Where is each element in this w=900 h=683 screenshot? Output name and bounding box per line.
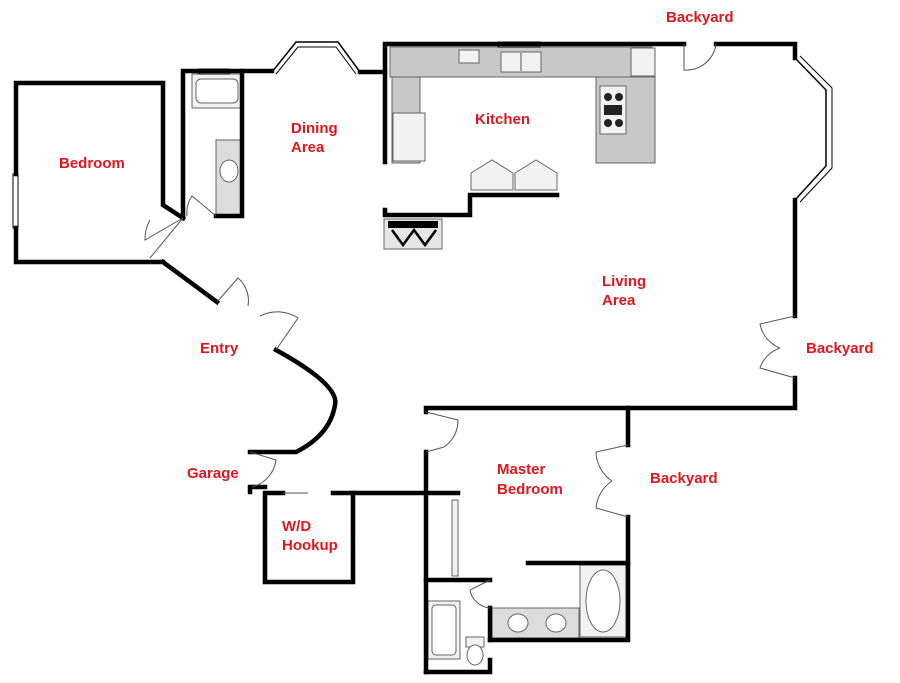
walls (13, 41, 798, 675)
label-kitchen: Kitchen (475, 111, 530, 128)
doors (144, 43, 796, 609)
bar-stool (470, 159, 514, 191)
label-living-1: Living (602, 273, 646, 290)
label-wd-1: W/D (282, 518, 311, 535)
label-backyard-top: Backyard (666, 9, 734, 26)
label-living-2: Area (602, 292, 636, 309)
refrigerator (630, 47, 656, 77)
label-backyard-right: Backyard (806, 340, 874, 357)
label-backyard-master: Backyard (650, 470, 718, 487)
room-labels: Bedroom Dining Area Kitchen Living Area … (59, 9, 874, 554)
dishwasher (392, 112, 426, 162)
label-bedroom: Bedroom (59, 155, 125, 172)
bar-stool (514, 159, 558, 191)
label-garage: Garage (187, 465, 239, 482)
microwave (458, 49, 480, 64)
bath-fixtures (191, 73, 627, 666)
label-master-2: Bedroom (497, 481, 563, 498)
kitchen-fixtures (383, 46, 656, 250)
label-dining-1: Dining (291, 120, 338, 137)
label-dining-2: Area (291, 139, 325, 156)
label-entry: Entry (200, 340, 239, 357)
label-master-1: Master (497, 461, 546, 478)
label-wd-2: Hookup (282, 537, 338, 554)
